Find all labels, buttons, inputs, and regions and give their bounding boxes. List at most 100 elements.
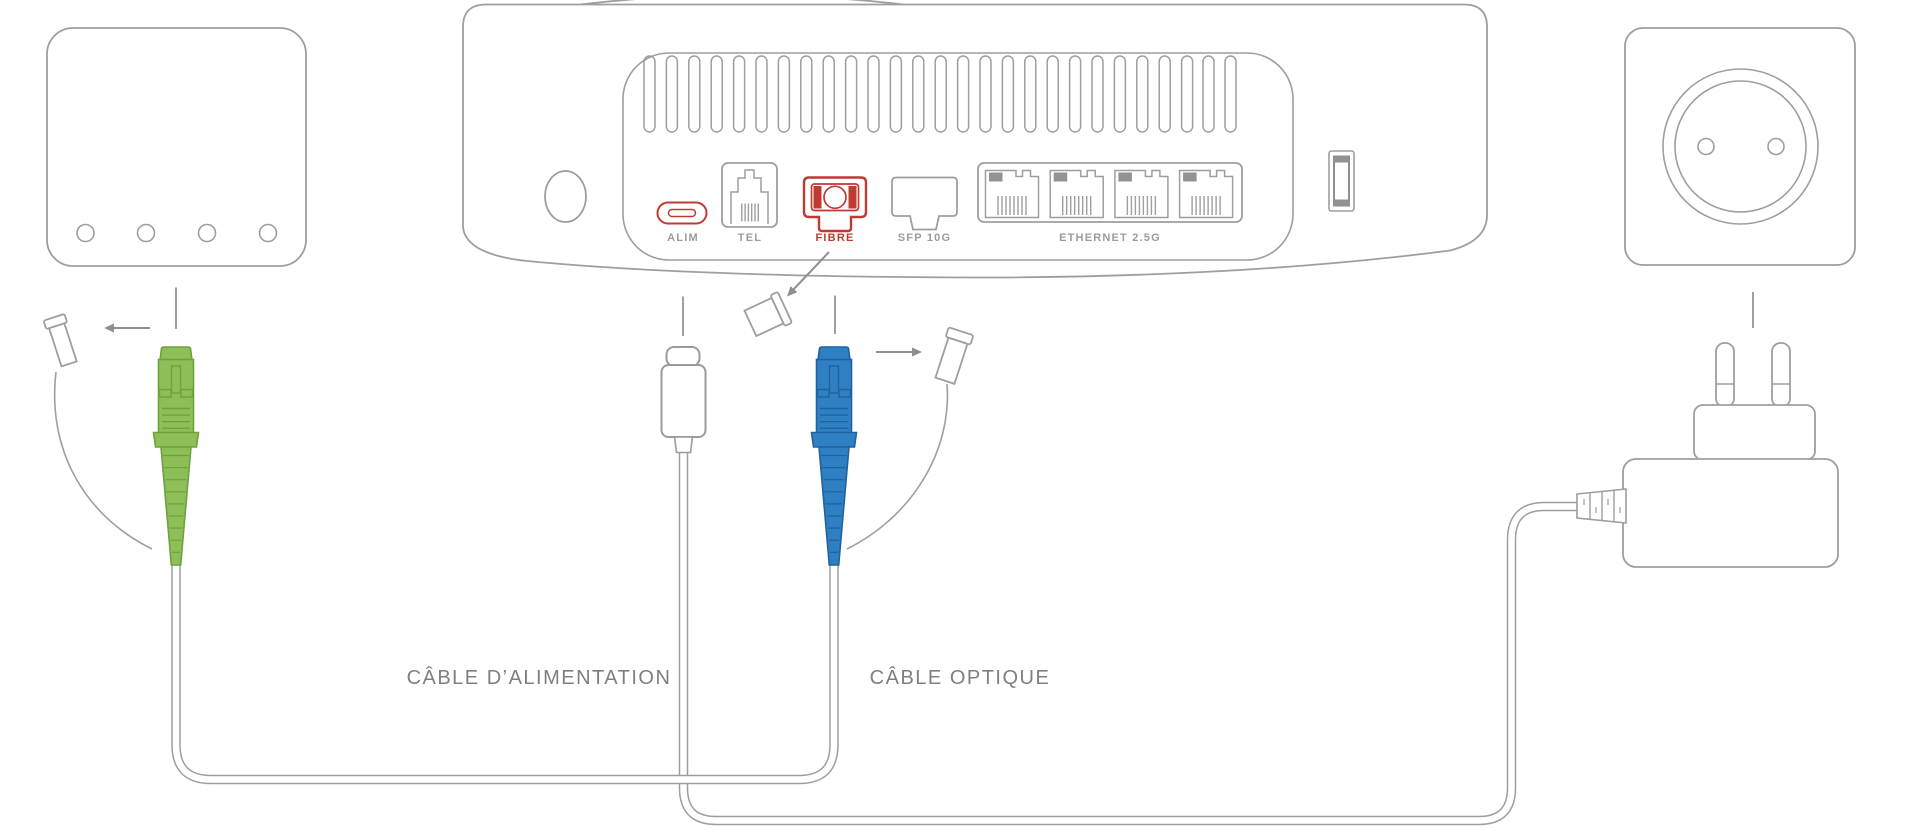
router-top-bump <box>575 0 908 6</box>
wall-power-socket <box>1624 27 1856 266</box>
vent-slot <box>800 55 813 133</box>
wall-fiber-outlet <box>46 27 307 267</box>
vent-slot <box>867 55 880 133</box>
ethernet-port <box>1178 169 1234 219</box>
tel-port <box>721 162 778 228</box>
connector-latch <box>838 388 852 398</box>
connector-latch <box>158 388 172 398</box>
alignment-lines <box>175 287 1754 336</box>
vent-slot <box>710 55 723 133</box>
fiber-connector-blue <box>810 346 858 566</box>
connector-latch <box>180 388 194 398</box>
connector-key <box>170 365 182 394</box>
vent-slot <box>1136 55 1149 133</box>
ethernet-ports <box>977 162 1243 223</box>
plug-prong <box>1715 342 1735 408</box>
dust-cap-fibre <box>743 291 793 338</box>
oval-button <box>544 170 587 223</box>
vent-slot <box>1202 55 1215 133</box>
connector-boot <box>160 446 192 566</box>
power-cable-label: CÂBLE D’ALIMENTATION <box>407 666 672 689</box>
vent-slot <box>755 55 768 133</box>
vent-slot <box>1224 55 1237 133</box>
cable-strain-relief <box>1576 488 1627 524</box>
vent-slot <box>688 55 701 133</box>
plug-head <box>1693 404 1816 461</box>
rj45-led <box>1053 172 1068 182</box>
ethernet-ports-label: ETHERNET 2.5G <box>1059 232 1161 244</box>
vent-slot <box>1024 55 1037 133</box>
tel-port-label: TEL <box>738 232 762 244</box>
connector-body <box>157 358 195 434</box>
sfp-port <box>891 176 958 231</box>
ethernet-port <box>984 169 1040 219</box>
fiber-outlet-hole <box>136 223 156 243</box>
vent-slot <box>844 55 858 133</box>
fiber-connector-green <box>152 346 200 566</box>
vent-slot <box>732 55 746 133</box>
ethernet-port <box>1114 169 1169 219</box>
connector-latch <box>816 388 830 398</box>
adapter-body <box>1622 458 1839 568</box>
cap-removal-arc-right <box>846 383 949 550</box>
ethernet-port <box>1049 169 1104 219</box>
socket-hole <box>1767 137 1785 156</box>
alim-port-label: ALIM <box>667 232 699 244</box>
vent-slot <box>1001 55 1015 133</box>
dust-cap-right <box>934 326 974 385</box>
plug-prong <box>1771 342 1791 408</box>
rj45-led <box>1183 172 1197 182</box>
rj45-outline <box>984 169 1040 219</box>
fiber-outlet-hole <box>197 223 217 243</box>
vent-slot <box>889 55 903 133</box>
connector-body <box>815 358 853 434</box>
connector-head <box>159 346 193 361</box>
sfp-port-label: SFP 10G <box>898 232 951 244</box>
rj45-led <box>989 172 1003 182</box>
vent-grille <box>643 55 1237 133</box>
fibre-port-label: FIBRE <box>816 232 855 244</box>
vent-slot <box>956 55 970 133</box>
arrow-fibre-cap <box>787 251 830 297</box>
rj45-outline <box>1178 169 1234 219</box>
vent-slot <box>643 55 656 133</box>
rj45-outline <box>1049 169 1104 219</box>
security-slot <box>1328 150 1355 212</box>
cap-removal-arc-left <box>53 371 153 550</box>
vent-slot <box>777 55 791 133</box>
vent-slot <box>934 55 947 133</box>
usb-c-connector <box>660 346 707 454</box>
vent-slot <box>1068 55 1082 133</box>
vent-slot <box>1113 55 1127 133</box>
vent-slot <box>1091 55 1104 133</box>
arrow-remove-left <box>104 323 150 333</box>
vent-slot <box>912 55 925 133</box>
vent-slot <box>1180 55 1194 133</box>
fibre-port <box>802 176 868 233</box>
power-cable <box>678 448 1580 826</box>
router-back-view: ALIM TEL FIBRE SFP 10G ETHERNET 2.5G <box>462 0 1488 279</box>
vent-slot <box>822 55 835 133</box>
vent-slot <box>1158 55 1171 133</box>
vent-slot <box>979 55 992 133</box>
connector-boot <box>818 446 850 566</box>
connector-head <box>817 346 851 361</box>
rj45-outline <box>1114 169 1169 219</box>
vent-slot <box>1046 55 1059 133</box>
connector-flange <box>152 431 200 448</box>
connector-flange <box>810 431 858 448</box>
alim-port <box>656 201 708 225</box>
arrow-remove-right <box>876 347 922 357</box>
socket-hole <box>1697 137 1715 156</box>
connector-key <box>828 365 840 394</box>
tel-port-pins <box>741 203 759 222</box>
fiber-outlet-hole <box>76 223 95 243</box>
dust-cap-left <box>43 313 78 368</box>
optical-cable <box>171 556 839 785</box>
fiber-outlet-hole <box>258 223 278 243</box>
optical-cable-label: CÂBLE OPTIQUE <box>870 666 1051 689</box>
power-adapter <box>1576 342 1839 568</box>
rj45-led <box>1118 172 1132 182</box>
